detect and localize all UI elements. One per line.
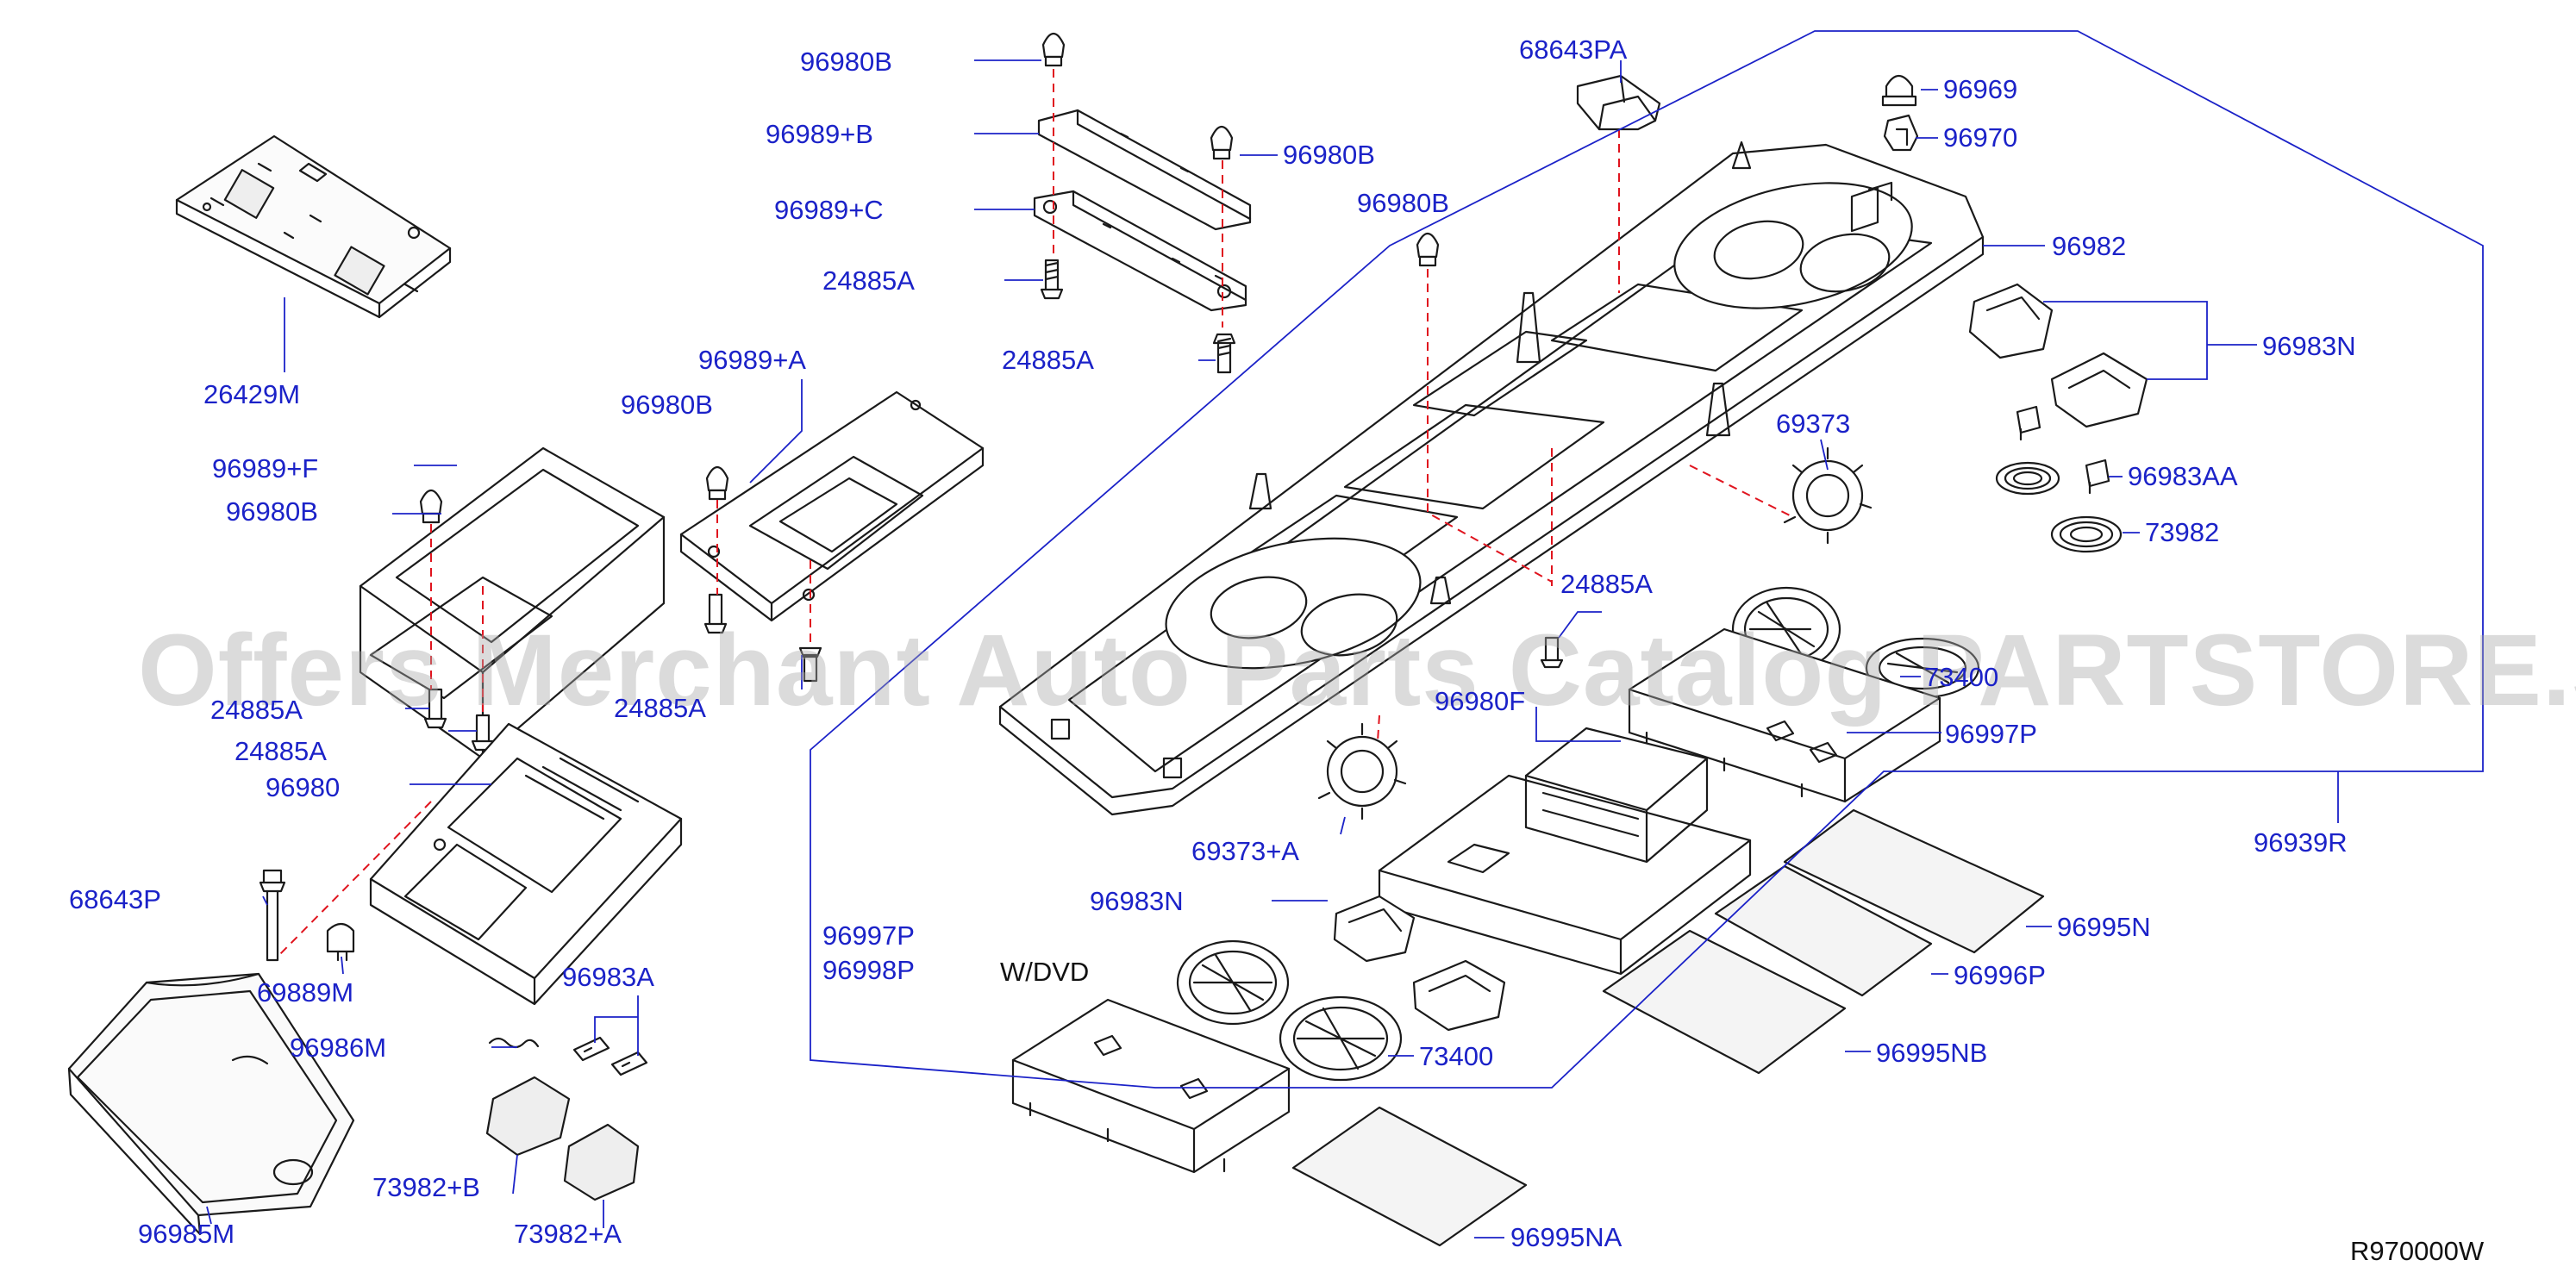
lens-73400-left-2 bbox=[1279, 995, 1403, 1082]
part-label-73400-left[interactable]: 73400 bbox=[1419, 1041, 1494, 1071]
clip-96980B-mid bbox=[1416, 232, 1440, 267]
clip-68643PA bbox=[1576, 74, 1661, 131]
part-label-24885A-2[interactable]: 24885A bbox=[1002, 345, 1094, 375]
part-label-96985M[interactable]: 96985M bbox=[138, 1219, 235, 1249]
pad-96995NB bbox=[1602, 929, 1847, 1075]
part-label-96989F[interactable]: 96989+F bbox=[212, 453, 319, 484]
part-label-96997P-right[interactable]: 96997P bbox=[1945, 719, 2037, 749]
socket-69373 bbox=[1783, 446, 1873, 545]
part-label-96969[interactable]: 96969 bbox=[1943, 74, 2018, 104]
map-lamp-board bbox=[175, 134, 452, 319]
part-label-68643P[interactable]: 68643P bbox=[69, 884, 161, 914]
part-label-69373A[interactable]: 69373+A bbox=[1191, 836, 1299, 866]
holder-door-96985M bbox=[67, 972, 355, 1236]
variant-label-wdvd: W/DVD bbox=[1000, 957, 1090, 987]
part-label-96983N-left[interactable]: 96983N bbox=[1090, 886, 1184, 916]
part-label-96998P[interactable]: 96998P bbox=[822, 955, 915, 985]
pad-96995N bbox=[1783, 808, 2045, 954]
screw-24885A-mid bbox=[1540, 636, 1564, 669]
module-wdvd bbox=[1011, 998, 1291, 1174]
part-label-96980[interactable]: 96980 bbox=[266, 772, 341, 802]
socket-96983N-left-1 bbox=[1333, 895, 1416, 963]
part-label-69889M[interactable]: 69889M bbox=[257, 977, 354, 1008]
part-label-96970[interactable]: 96970 bbox=[1943, 122, 2018, 153]
clip-68643P bbox=[259, 869, 286, 962]
part-label-96995N[interactable]: 96995N bbox=[2057, 912, 2151, 942]
socket-96983N-left-2 bbox=[1412, 959, 1506, 1032]
part-label-96995NB[interactable]: 96995NB bbox=[1876, 1038, 1988, 1068]
part-label-73982A[interactable]: 73982+A bbox=[514, 1219, 622, 1249]
part-label-73982[interactable]: 73982 bbox=[2145, 517, 2220, 547]
lens-73982-1 bbox=[1995, 461, 2060, 496]
part-label-96980B-left[interactable]: 96980B bbox=[621, 390, 713, 420]
part-label-96989B[interactable]: 96989+B bbox=[766, 119, 873, 149]
lens-73982B bbox=[485, 1076, 571, 1157]
bulb-96983AA bbox=[2016, 405, 2110, 495]
pad-96996P bbox=[1714, 864, 1933, 997]
housing-96980F bbox=[1378, 727, 1752, 976]
bracket-96989C bbox=[1033, 190, 1247, 312]
part-label-96983N-right[interactable]: 96983N bbox=[2262, 331, 2356, 361]
part-label-96980B-right[interactable]: 96980B bbox=[1283, 140, 1375, 170]
clip-69889M bbox=[326, 922, 355, 962]
part-label-96980B-top[interactable]: 96980B bbox=[800, 47, 892, 77]
clip-96969 bbox=[1881, 74, 1917, 107]
part-label-96983AA[interactable]: 96983AA bbox=[2128, 461, 2238, 491]
part-label-96989A[interactable]: 96989+A bbox=[698, 345, 806, 375]
part-label-24885A-1[interactable]: 24885A bbox=[822, 265, 915, 296]
part-label-24885A-5[interactable]: 24885A bbox=[614, 693, 706, 723]
module-96997P-right bbox=[1628, 627, 1941, 803]
screw-24885A-1 bbox=[1040, 259, 1064, 300]
bulb-96983A bbox=[572, 1036, 648, 1076]
part-label-96995NA[interactable]: 96995NA bbox=[1510, 1222, 1623, 1252]
clip-96980B-top bbox=[1041, 32, 1066, 67]
screw-24885A-3 bbox=[703, 593, 728, 634]
overhead-console-96982 bbox=[998, 140, 1985, 816]
alignment-lines bbox=[277, 69, 1794, 958]
socket-96983N-right-1 bbox=[1968, 283, 2054, 359]
lens-73982A bbox=[563, 1123, 640, 1201]
socket-96983N-right-2 bbox=[2050, 352, 2148, 428]
lens-73982-2 bbox=[2050, 515, 2123, 553]
part-label-24885A-4[interactable]: 24885A bbox=[234, 736, 327, 766]
holder-housing-96980 bbox=[369, 722, 683, 1006]
socket-69373A bbox=[1317, 722, 1407, 820]
part-label-96939R[interactable]: 96939R bbox=[2254, 827, 2348, 858]
part-label-26429M[interactable]: 26429M bbox=[203, 379, 301, 409]
screw-24885A-5 bbox=[423, 688, 447, 729]
clip-96980B-left2 bbox=[419, 489, 443, 524]
diagram-code: R970000W bbox=[2350, 1236, 2485, 1266]
pad-96995NA bbox=[1291, 1106, 1528, 1247]
screw-24885A-2 bbox=[1212, 333, 1236, 374]
bracket-96989A bbox=[679, 390, 985, 622]
part-label-96986M[interactable]: 96986M bbox=[290, 1033, 387, 1063]
screw-24885A-4 bbox=[798, 646, 822, 683]
part-label-68643PA[interactable]: 68643PA bbox=[1519, 34, 1628, 65]
part-label-69373[interactable]: 69373 bbox=[1776, 409, 1851, 439]
clip-96970 bbox=[1883, 114, 1919, 152]
part-label-73982B[interactable]: 73982+B bbox=[372, 1172, 480, 1202]
clip-96980B-right bbox=[1210, 125, 1234, 160]
bracket-96989B bbox=[1037, 109, 1252, 231]
part-label-96997P-left[interactable]: 96997P bbox=[822, 920, 915, 951]
leader-lines bbox=[206, 30, 2484, 1238]
lens-73400-left-1 bbox=[1176, 939, 1290, 1026]
part-label-24885A-6[interactable]: 24885A bbox=[1560, 569, 1653, 599]
part-label-73400-right[interactable]: 73400 bbox=[1924, 662, 1999, 692]
part-label-24885A-3[interactable]: 24885A bbox=[210, 695, 303, 725]
spring-96986M bbox=[488, 1037, 540, 1049]
part-label-96983A[interactable]: 96983A bbox=[562, 962, 654, 992]
part-label-96989C[interactable]: 96989+C bbox=[774, 195, 884, 225]
part-label-96982[interactable]: 96982 bbox=[2052, 231, 2127, 261]
part-label-96996P[interactable]: 96996P bbox=[1954, 960, 2046, 990]
clip-96980B-left bbox=[705, 465, 729, 501]
part-label-96980F[interactable]: 96980F bbox=[1435, 686, 1526, 716]
part-label-96980B-mid[interactable]: 96980B bbox=[1357, 188, 1449, 218]
part-label-96980B-left2[interactable]: 96980B bbox=[226, 496, 318, 527]
